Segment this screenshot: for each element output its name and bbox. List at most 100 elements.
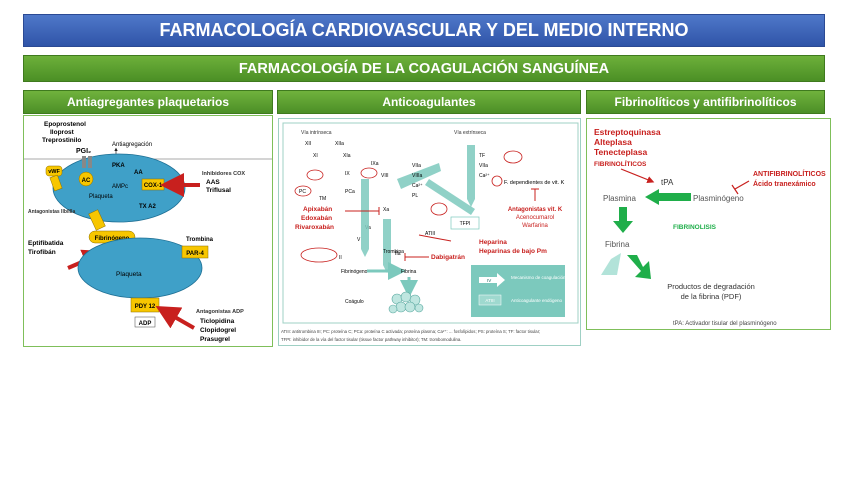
aa-label: AA: [134, 170, 143, 176]
x-circle: [430, 202, 448, 216]
drug-eptifibatida: Eptifibatida: [28, 240, 64, 247]
factor-xiia: XIIa: [335, 141, 344, 147]
cox1-label: COX-1: [144, 183, 163, 189]
ps-circle: [306, 169, 324, 181]
fibrin-faint-arrow: [601, 253, 621, 275]
factor-xii: XII: [305, 141, 311, 147]
drug-iloprost: Iloprost: [50, 129, 75, 136]
factor-ix: IX: [345, 171, 350, 177]
factor-viia: VIIa: [412, 163, 421, 169]
column-header-antiplatelet: Antiagregantes plaquetarios: [23, 90, 273, 114]
adp-box: [134, 316, 156, 328]
factor-ii: II: [339, 255, 342, 261]
cox-inhibitors-title: Inhibidores COX: [202, 171, 245, 177]
receptor-ip: [82, 156, 86, 168]
par4-box: [181, 245, 209, 259]
drug-rivaroxaban: Rivaroxabán: [295, 224, 334, 231]
intrinsic-pathway-label: Vía intrínseca: [301, 130, 332, 136]
drug-clopidogrel: Clopidogrel: [200, 327, 236, 334]
page-title: FARMACOLOGÍA CARDIOVASCULAR Y DEL MEDIO …: [23, 14, 825, 47]
pdy12-box: [130, 297, 160, 313]
vitk-factors-label: F. dependientes de vit. K: [504, 180, 565, 186]
pka-label: PKA: [112, 163, 125, 169]
drug-heparina: Heparina: [479, 239, 507, 246]
factor-xi: XI: [313, 153, 318, 159]
plasmin-label: Plasmina: [603, 194, 636, 203]
tfpi-label: TFPI: [460, 221, 471, 227]
legend-box: [471, 265, 565, 317]
drug-acido-tranexamico: Ácido tranexámico: [753, 179, 816, 188]
pca-label: PCa: [345, 189, 355, 195]
vwf-box: [45, 165, 63, 177]
pc-label: PC: [299, 189, 306, 195]
pc-circle: [294, 185, 312, 197]
trombina-label: Trombina: [383, 249, 404, 255]
fibrinogen-label: Fibrinógeno: [95, 236, 130, 242]
fibrinolytics-label: FIBRINOLÍTICOS: [594, 159, 647, 168]
thrombin-label: Trombina: [186, 237, 214, 243]
factor-viia-2: VIIa: [479, 163, 488, 169]
antifibrinolytic-inhibit-line: [734, 180, 750, 190]
antiplatelet-diagram: Epoprostenol Iloprost Treprostinilo PGI₂…: [24, 121, 272, 343]
factor-ca-1: Ca²⁺: [412, 183, 423, 189]
plasminogen-to-plasmin-arrow: [645, 189, 691, 205]
platelet-label-top: Plaqueta: [89, 194, 113, 200]
antifibrinolytic-inhibit-bar: [731, 184, 739, 195]
drug-tirofiban: Tirofibán: [28, 249, 56, 256]
drug-tenecteplasa: Tenecteplasa: [594, 147, 648, 157]
drug-dabigatran: Dabigatrán: [431, 254, 465, 261]
clot-icon: [388, 291, 424, 314]
anticoag-footnote-1: ATIII: antitrombina III; PC: proteína C;…: [281, 329, 540, 334]
cascade-bar-center: [383, 219, 391, 273]
anticoag-footnote-2: TFPI: inhibidor de la vía del factor tis…: [281, 337, 461, 342]
fibrinolytic-panel: Estreptoquinasa Alteplasa Tenecteplasa F…: [586, 118, 831, 330]
legend-atiii: ATIII: [485, 298, 494, 303]
drug-treprostinilo: Treprostinilo: [42, 137, 81, 144]
tpa-label: tPA: [661, 178, 674, 187]
heparin-arrow: [418, 234, 452, 242]
ampc-label: AMPc: [112, 184, 128, 190]
thrombin-circle: [300, 247, 338, 263]
drug-acenocumarol: Acenocumarol: [516, 215, 554, 221]
legend-endogenous: Anticoagulante endógeno: [511, 298, 563, 303]
clot-label: Coágulo: [345, 299, 364, 305]
cascade-bar-left: [361, 179, 369, 257]
pdf-label-line1: Productos de degradación: [667, 282, 755, 291]
antifibrinolytics-title: ANTIFIBRINOLÍTICOS: [753, 169, 826, 178]
legend-coag-mechanism: Mecanismo de coagulación: [511, 275, 566, 280]
factor-viiia: VIIIa: [412, 173, 423, 179]
legend-atiii-box: [478, 294, 502, 306]
plasmin-down-arrow: [613, 207, 633, 233]
ac-node: [78, 171, 94, 187]
drug-estreptoquinasa: Estreptoquinasa: [594, 127, 661, 137]
drug-heparinas-bajo-pm: Heparinas de bajo Pm: [479, 248, 547, 255]
ix-circle: [360, 167, 378, 179]
anticoagulant-diagram: Vía intrínseca Vía extrínseca XII XIIa X…: [281, 122, 579, 342]
pdy12-label: PDY 12: [135, 304, 156, 310]
fibrinolytic-diagram: Estreptoquinasa Alteplasa Tenecteplasa F…: [594, 127, 826, 327]
vitk-factor-circle: [491, 175, 503, 187]
drug-prasugrel: Prasugrel: [200, 336, 230, 343]
platelet-label-bottom: Plaqueta: [116, 271, 142, 278]
cascade-arrow-x: [425, 179, 475, 215]
atiii-label: ATIII: [425, 231, 435, 237]
adp-antagonists-title: Antagonistas ADP: [196, 309, 244, 315]
column-header-anticoagulants: Anticoagulantes: [277, 90, 581, 114]
par4-label: PAR-4: [186, 251, 204, 257]
arrow-adp-antagonists: [155, 306, 195, 330]
drug-alteplasa: Alteplasa: [594, 137, 632, 147]
drug-aas: AAS: [206, 179, 220, 186]
drug-ticlopidina: Ticlopidina: [200, 318, 235, 325]
factor-ca-2: Ca²⁺: [479, 173, 490, 179]
extrinsic-pathway-label: Vía extrínseca: [454, 130, 486, 136]
gp2b3a-receptor-top: [88, 209, 106, 231]
factor-v: V: [357, 237, 361, 243]
vwf-label: vWF: [48, 169, 60, 175]
factor-viii: VIII: [381, 173, 389, 179]
tfpi-box: [450, 216, 480, 230]
factor-xia: XIa: [343, 153, 351, 159]
platelet-cell-top: [52, 153, 186, 223]
fibrin-to-pdf-arrow: [627, 255, 651, 279]
drug-epoprostenol: Epoprostenol: [44, 121, 86, 128]
tpa-footnote: tPA: Activador tisular del plasminógeno: [673, 321, 777, 327]
